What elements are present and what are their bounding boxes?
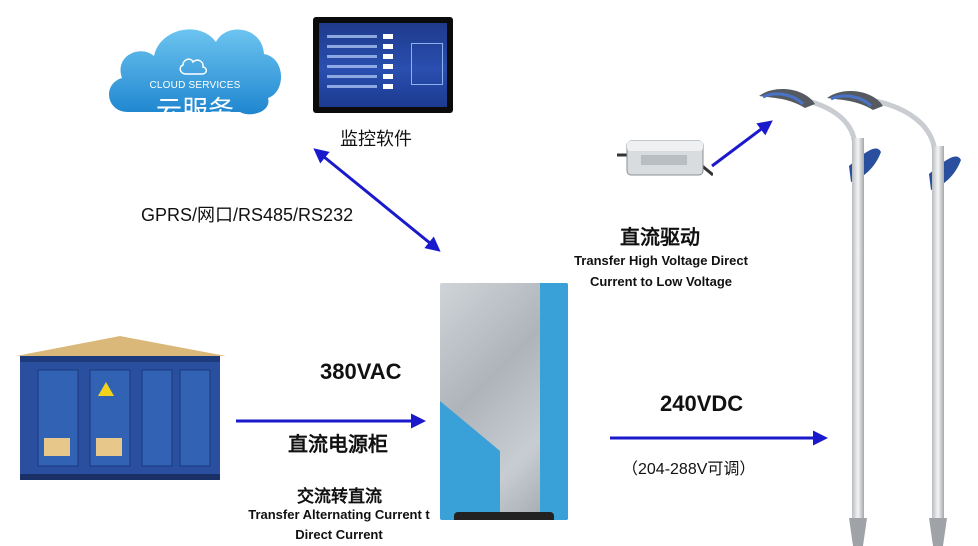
cloud-icon xyxy=(109,29,282,115)
dc-driver-subtitle: Transfer High Voltage Direct Current to … xyxy=(555,250,767,292)
input-voltage-label: 380VAC xyxy=(320,359,402,384)
ac-to-dc-subtitle-line2: Direct Current xyxy=(295,527,383,542)
cloud-services-label: 云服务 xyxy=(155,96,234,126)
transformer-substation-icon xyxy=(16,336,226,480)
output-voltage-range: （204-288V可调） xyxy=(622,461,756,478)
ac-to-dc-subtitle: Transfer Alternating Current t Direct Cu… xyxy=(237,505,441,545)
monitor-screen-icon xyxy=(313,17,453,113)
output-voltage-label: 240VDC xyxy=(660,391,744,416)
arrow-gprs-bidirectional xyxy=(313,148,441,252)
dc-driver-subtitle-line2: Current to Low Voltage xyxy=(589,274,733,289)
ac-to-dc-subtitle-line1: Transfer Alternating Current t xyxy=(248,507,430,522)
cloud-services-title: CLOUD SERVICES xyxy=(149,80,241,91)
ac-to-dc-title: 交流转直流 xyxy=(297,487,382,506)
led-driver-icon xyxy=(617,140,713,177)
street-lamp-icon xyxy=(759,89,961,546)
dc-driver-subtitle-line1: Transfer High Voltage Direct xyxy=(574,253,748,268)
dc-power-cabinet-label: 直流电源柜 xyxy=(288,434,388,456)
dc-driver-title: 直流驱动 xyxy=(620,227,700,249)
communication-link-label: GPRS/网口/RS485/RS232 xyxy=(141,205,354,225)
dc-power-cabinet-icon xyxy=(440,283,568,520)
monitor-software-label: 监控软件 xyxy=(340,129,412,149)
arrow-driver-to-lamp xyxy=(711,120,773,168)
